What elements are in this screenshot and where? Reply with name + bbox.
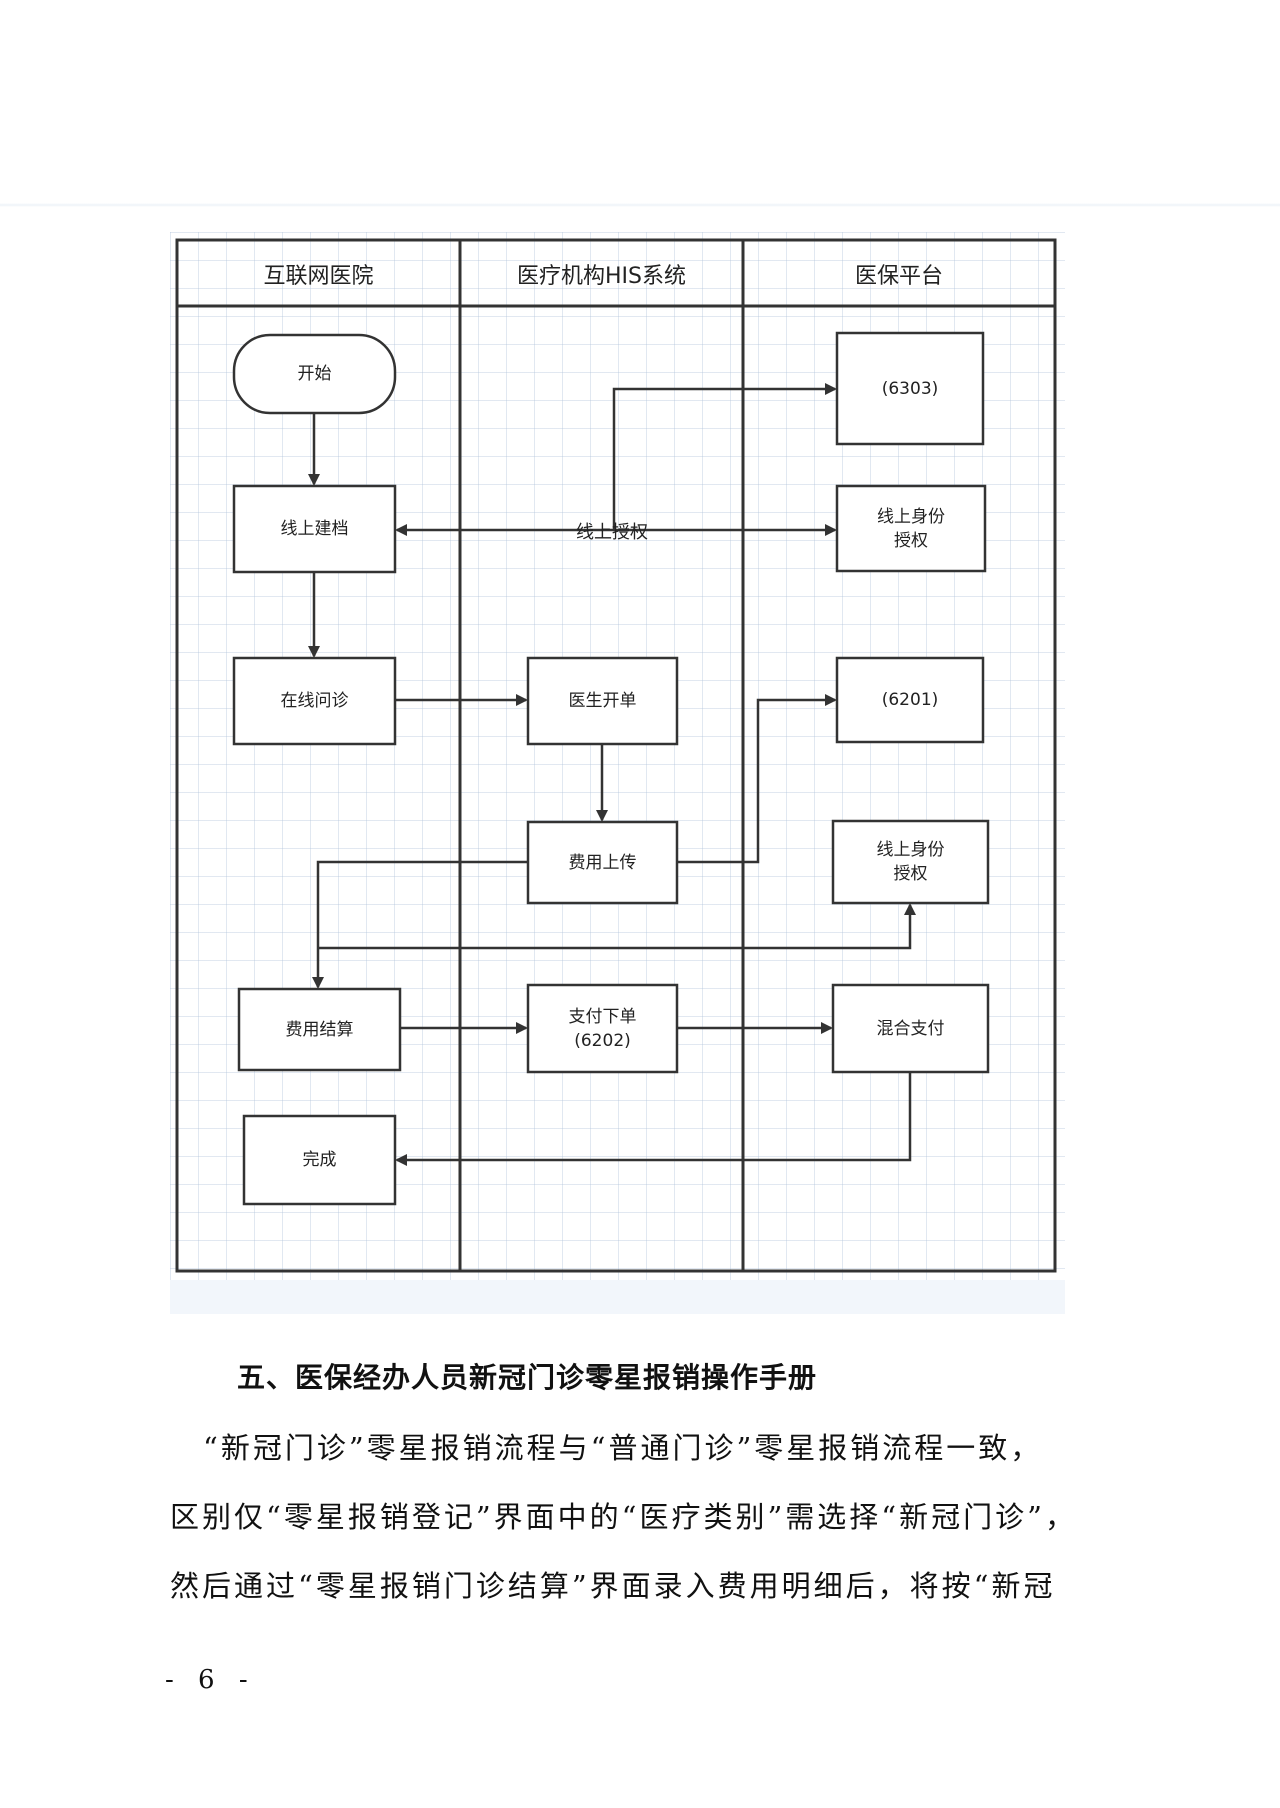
paragraph-line-3: 然后通过“零星报销门诊结算”界面录入费用明细后，将按“新冠 xyxy=(170,1569,1056,1603)
edge-label-online-auth: 线上授权 xyxy=(576,522,648,543)
node-identity-auth-1-shape xyxy=(835,484,987,573)
node-6303: (6303) xyxy=(881,378,939,399)
node-online-filing: 线上建档 xyxy=(280,519,349,539)
node-mixed-payment-shape xyxy=(831,983,990,1074)
node-mixed-payment: 混合支付 xyxy=(876,1018,945,1039)
node-identity-auth-1: 线上身份 授权 xyxy=(877,506,945,551)
node-payment-order: 支付下单 (6202) xyxy=(568,1006,637,1051)
node-fee-settlement: 费用结算 xyxy=(285,1019,354,1040)
page-number: - 6 - xyxy=(165,1665,256,1695)
node-complete-shape xyxy=(242,1114,397,1206)
node-online-consult: 在线问诊 xyxy=(280,691,349,711)
section-heading: 五、医保经办人员新冠门诊零星报销操作手册 xyxy=(237,1361,818,1394)
node-fee-upload-shape xyxy=(526,820,679,905)
node-doctor-order: 医生开单 xyxy=(568,691,637,711)
edge-auth-to-6303 xyxy=(612,383,837,530)
node-start: 开始 xyxy=(297,364,332,384)
scan-artifact-line xyxy=(0,203,1280,207)
node-6201: (6201) xyxy=(881,690,939,710)
edge-settlement-to-identity-2 xyxy=(318,903,916,950)
lane-title-internet-hospital: 互联网医院 xyxy=(263,264,374,289)
lane-title-his-system: 医疗机构HIS系统 xyxy=(517,264,686,289)
node-complete: 完成 xyxy=(302,1150,337,1170)
edge-mixed-to-complete xyxy=(395,1072,912,1166)
paragraph-line-2: 区别仅“零星报销登记”界面中的“医疗类别”需选择“新冠门诊”， xyxy=(170,1500,1077,1534)
node-identity-auth-2: 线上身份 授权 xyxy=(876,840,945,884)
edge-upload-to-settlement xyxy=(312,860,528,989)
swimlane-frame xyxy=(175,238,1057,1273)
node-doctor-order-shape xyxy=(526,656,679,746)
node-fee-upload: 费用上传 xyxy=(568,852,637,873)
edge-upload-to-6201 xyxy=(677,694,837,864)
node-6303-shape xyxy=(835,331,985,446)
node-fee-settlement-shape xyxy=(237,987,402,1072)
node-6201-shape xyxy=(835,656,985,744)
flowchart-scan-band xyxy=(170,1280,1065,1314)
lane-title-insurance-platform: 医保平台 xyxy=(854,264,943,289)
paragraph-line-1: “新冠门诊”零星报销流程与“普通门诊”零星报销流程一致， xyxy=(203,1431,1043,1465)
node-payment-order-shape xyxy=(526,983,679,1074)
